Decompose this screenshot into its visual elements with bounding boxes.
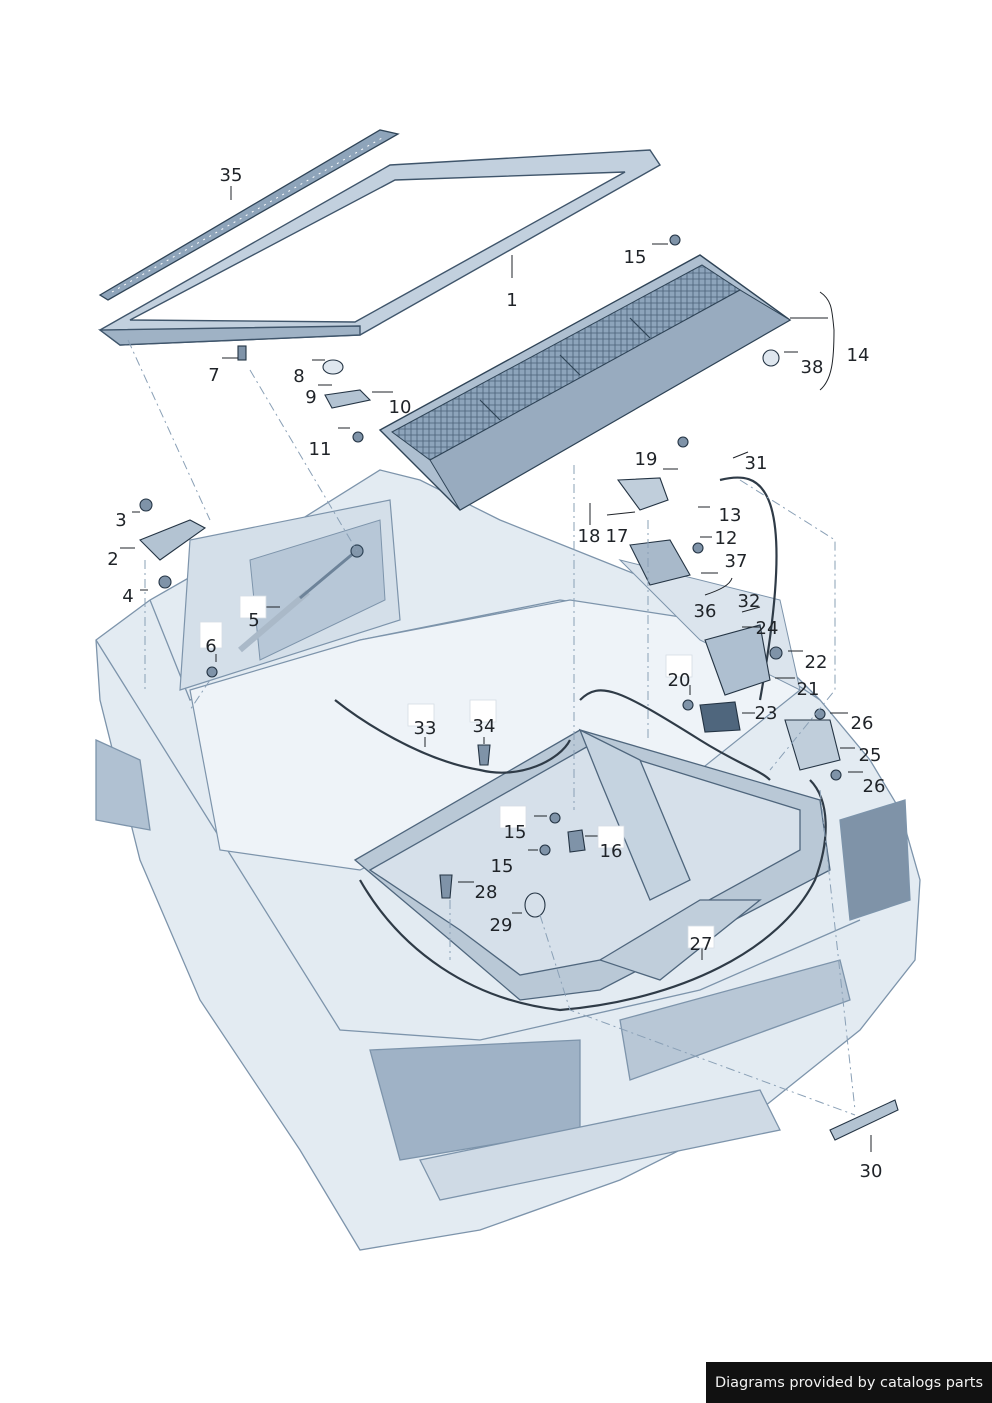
fasteners [139,234,899,1141]
seal-strip [98,129,400,301]
alignment-lines [127,339,856,1116]
callout-37: 37 [724,551,748,572]
callout-29: 29 [489,915,513,936]
callout-24: 24 [755,618,779,639]
callout-35: 35 [219,165,243,186]
callout-19: 19 [634,449,658,470]
attribution-banner: Diagrams provided by catalogs parts [706,1362,992,1403]
callout-20: 20 [667,670,691,691]
leader-lines [120,186,872,1152]
callout-15-mid: 15 [503,822,527,843]
callout-31: 31 [744,453,768,474]
callout-6: 6 [205,636,217,657]
callout-17: 17 [605,526,629,547]
release-cables [334,476,827,1012]
front-frame [353,728,831,1001]
callout-10: 10 [388,397,412,418]
callout-26-lower: 26 [862,776,886,797]
callout-25: 25 [858,745,882,766]
callout-14: 14 [846,345,870,366]
callout-28: 28 [474,882,498,903]
attribution-text: Diagrams provided by catalogs parts [714,1374,984,1391]
callout-13: 13 [718,505,742,526]
callout-15: 15 [623,247,647,268]
callout-2: 2 [107,549,119,570]
callout-15-low: 15 [490,856,514,877]
callout-23: 23 [754,703,778,724]
callout-8: 8 [293,366,305,387]
callout-22: 22 [804,652,828,673]
callout-11: 11 [308,439,332,460]
callout-4: 4 [122,586,134,607]
callout-33: 33 [413,718,437,739]
label-plates [199,595,715,949]
callout-16: 16 [599,841,623,862]
callout-27: 27 [689,934,713,955]
lid-frame [97,149,661,346]
callout-30: 30 [859,1161,883,1182]
callout-21: 21 [796,679,820,700]
callout-36: 36 [693,601,717,622]
callout-7: 7 [208,365,220,386]
callout-12: 12 [714,528,738,549]
callout-32: 32 [737,591,761,612]
callout-5: 5 [248,610,260,631]
callout-3: 3 [115,510,127,531]
callout-1: 1 [506,290,518,311]
grille-cover [378,254,792,511]
callout-34: 34 [472,716,496,737]
callout-26: 26 [850,713,874,734]
callout-38: 38 [800,357,824,378]
callout-9: 9 [305,387,317,408]
callout-18: 18 [577,526,601,547]
